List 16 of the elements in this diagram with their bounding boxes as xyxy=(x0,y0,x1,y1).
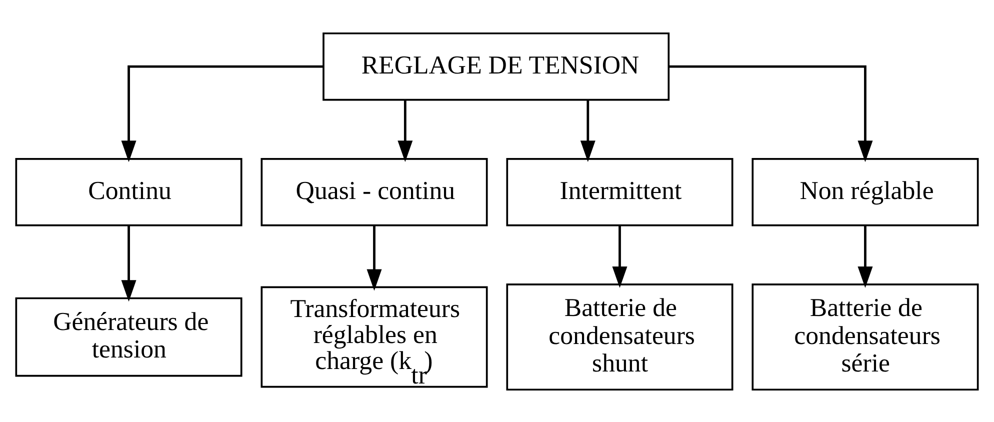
arrow xyxy=(366,225,382,290)
arrow xyxy=(858,225,873,288)
arrow xyxy=(612,225,628,288)
node-box: Continu xyxy=(15,157,242,226)
arrow xyxy=(398,100,413,162)
arrow xyxy=(121,64,324,162)
node-box: Intermittent xyxy=(506,157,734,226)
node-box: Quasi - continu xyxy=(260,157,488,226)
node-box: REGLAGE DE TENSION xyxy=(322,32,670,100)
arrow xyxy=(580,100,596,162)
node-box: Batterie de condensateurs série xyxy=(752,282,979,390)
node-box: Non réglable xyxy=(752,157,979,226)
node-box: Batterie de condensateurs shunt xyxy=(506,282,734,390)
node-box: Générateurs de tension xyxy=(15,296,242,376)
arrow xyxy=(121,225,136,302)
arrow xyxy=(668,64,873,162)
